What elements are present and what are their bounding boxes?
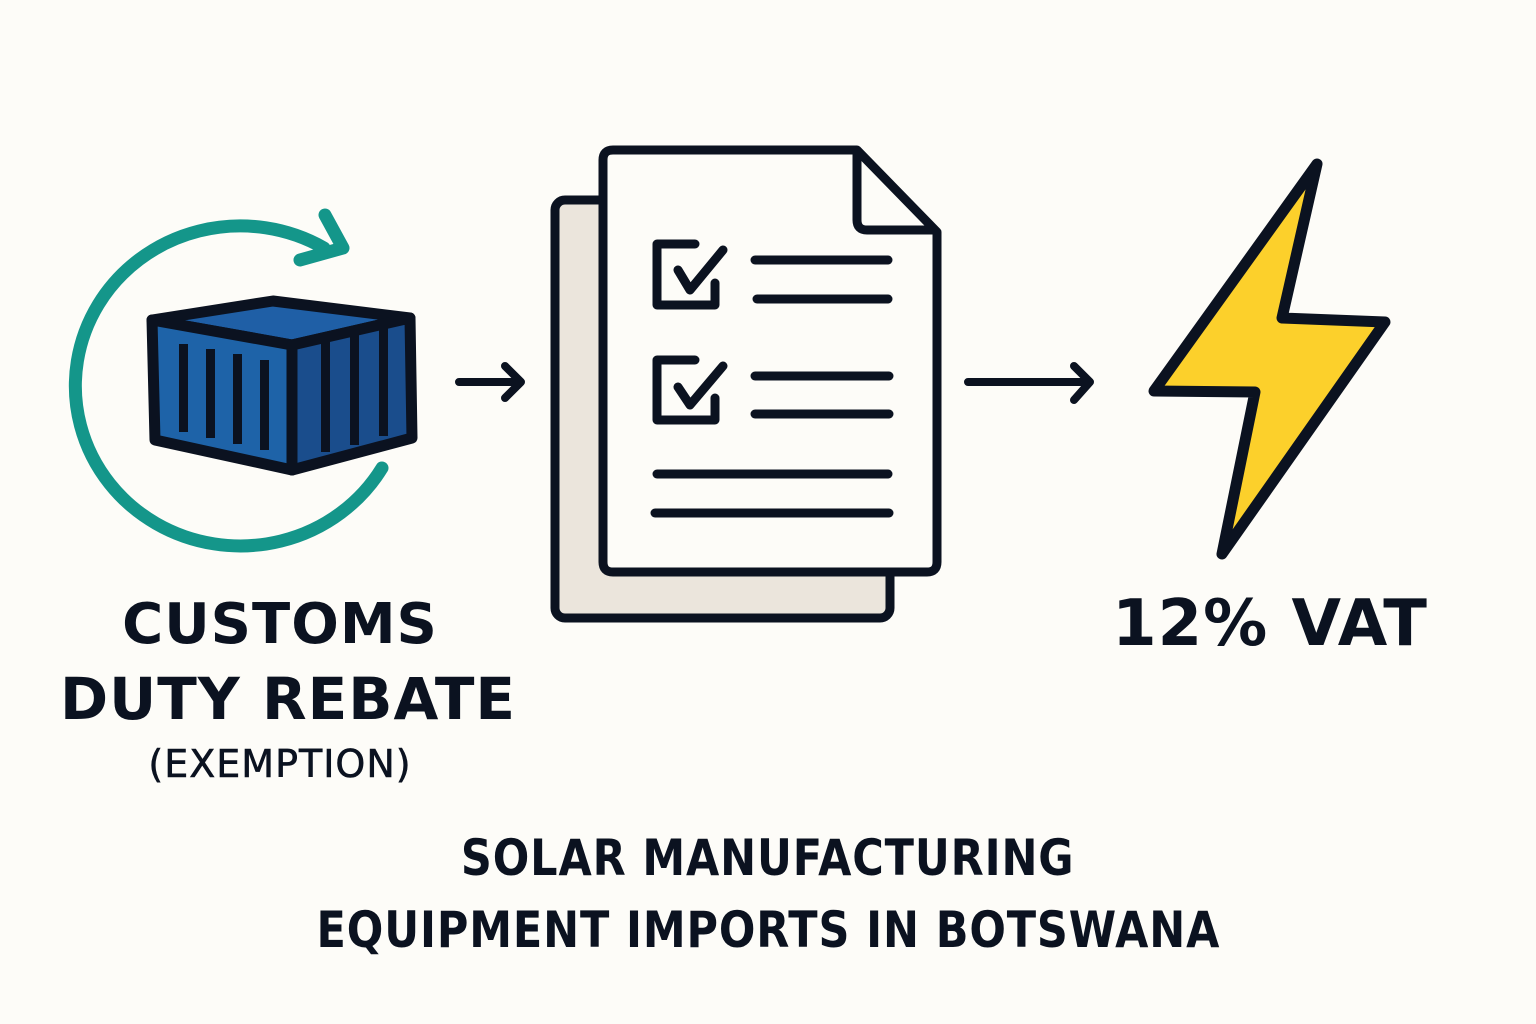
title-line-1: SOLAR MANUFACTURING — [461, 829, 1075, 887]
lightning-bolt-icon — [1130, 150, 1410, 570]
checklist-document-icon — [545, 140, 945, 630]
customs-label-line-1: CUSTOMS — [122, 592, 438, 657]
arrow-right-icon — [455, 360, 530, 410]
diagram-title: SOLAR MANUFACTURING EQUIPMENT IMPORTS IN… — [0, 822, 1536, 966]
cycle-arrow-icon — [68, 219, 389, 553]
customs-label-line-2: DUTY REBATE — [60, 665, 517, 733]
customs-icon-group — [68, 200, 440, 553]
customs-duty-rebate-label: CUSTOMS DUTY REBATE (EXEMPTION) — [60, 588, 517, 792]
vat-label-text: 12% VAT — [1112, 587, 1428, 661]
shipping-container-icon — [146, 295, 418, 476]
checkbox-1-icon — [652, 239, 720, 310]
title-line-2: EQUIPMENT IMPORTS IN BOTSWANA — [316, 901, 1220, 959]
vat-label: 12% VAT — [1100, 586, 1440, 662]
checkbox-2-icon — [652, 355, 720, 425]
exemption-sublabel: (EXEMPTION) — [148, 742, 412, 787]
arrow-right-icon — [962, 360, 1102, 410]
